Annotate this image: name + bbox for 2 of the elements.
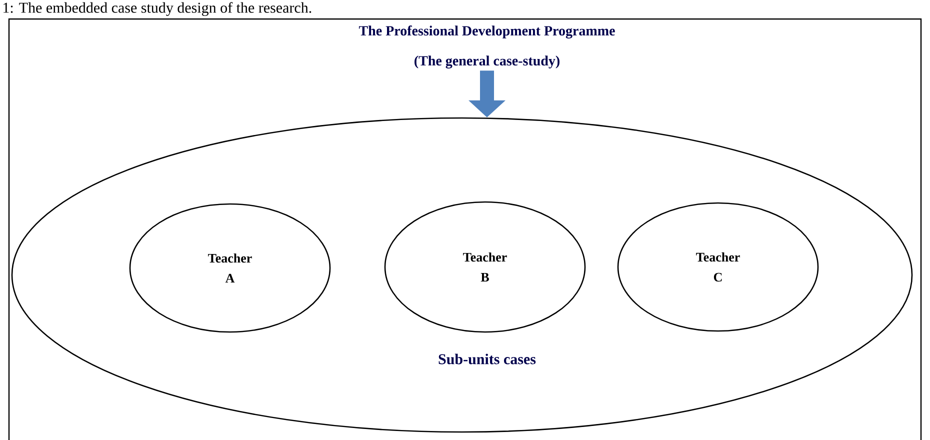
figure-caption: 1: The embedded case study design of the research. (4, 2, 312, 16)
title-text: The Professional Development Programme (The general case-study) (358, 26, 615, 68)
